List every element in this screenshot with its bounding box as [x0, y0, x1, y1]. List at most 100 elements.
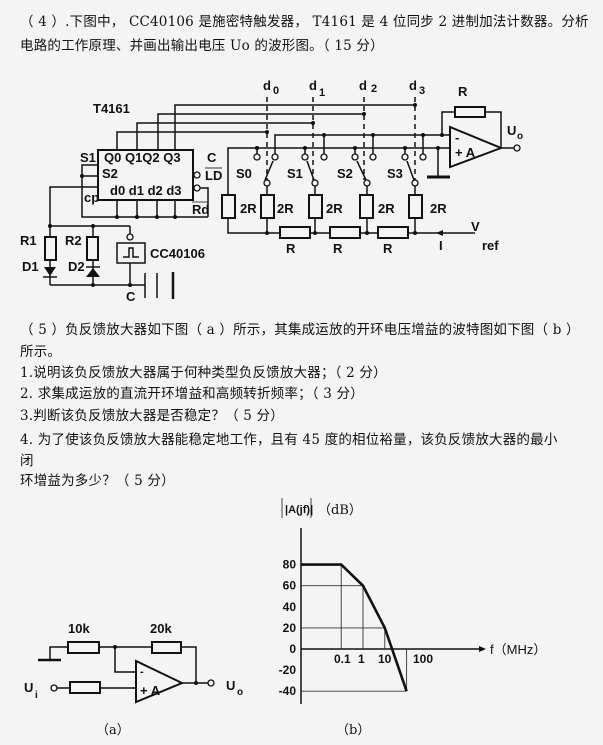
x-tick-label: 10: [378, 652, 392, 666]
schmitt-trigger: [116, 242, 146, 264]
ic-pins-q: Q0 Q1Q2 Q3: [104, 150, 181, 165]
gain-curve: [301, 563, 408, 692]
q5-line: 所示。: [20, 344, 62, 360]
feedback-resistor: [454, 106, 486, 118]
resistor-2r: 2R: [260, 186, 294, 219]
resistor-r: R: [329, 226, 361, 256]
diode-d1-icon: [44, 267, 56, 276]
opamp-minus: -: [455, 130, 459, 145]
resistor-20k: [151, 641, 182, 654]
opamp: [135, 659, 185, 704]
diode-d2-icon: [86, 268, 100, 277]
svg-text:2R: 2R: [326, 201, 343, 216]
cap-label: C: [126, 289, 136, 304]
r2-label: R2: [65, 233, 82, 248]
q5-line: 2. 求集成运放的直流开环增益和高频转折频率；（ 3 分）: [20, 386, 364, 402]
hysteresis-icon: [123, 247, 139, 258]
resistor-10k: [67, 641, 100, 654]
svg-text:o: o: [237, 687, 243, 698]
caption-a: （a）: [96, 723, 130, 738]
input-terminal: [50, 684, 58, 692]
resistor-2r: 2R: [408, 186, 447, 219]
resistor-r: R: [279, 226, 311, 256]
opamp: [449, 125, 504, 169]
svg-text:0: 0: [273, 85, 279, 97]
resistor-r1: [44, 236, 57, 261]
current-label: I: [439, 238, 443, 253]
q5-line: 环增益为多少？（ 5 分）: [20, 473, 175, 489]
svg-text:2R: 2R: [277, 201, 294, 216]
ld-bubble: [193, 171, 201, 179]
q5-line: 4. 为了使该负反馈放大器能稳定地工作，且有 45 度的相位裕量，该负反馈放大器…: [20, 432, 558, 448]
svg-text:ref: ref: [482, 238, 499, 253]
switch-s1: S1: [287, 133, 328, 187]
switch-s3: S3: [387, 133, 427, 187]
svg-text:2: 2: [371, 83, 377, 95]
svg-text:V: V: [471, 219, 480, 234]
r-10k-label: 10k: [68, 621, 90, 636]
pin-c: C: [207, 150, 217, 165]
x-tick-label: 0.1: [334, 652, 351, 666]
schmitt-label: CC40106: [150, 246, 205, 261]
pin-rd: Rd: [192, 202, 209, 217]
resistor-input: [69, 681, 101, 694]
svg-text:R: R: [383, 241, 393, 256]
resistor-r: R: [377, 226, 409, 256]
svg-text:2R: 2R: [240, 201, 257, 216]
opamp-plus-a: + A: [455, 145, 476, 160]
q4-line-2: 电路的工作原理、并画出输出电压 Uo 的波形图。（ 15 分）: [20, 38, 384, 54]
svg-text:R: R: [333, 241, 343, 256]
resistor-r2: [86, 236, 99, 261]
y-axis-label: |A(jf)|: [285, 504, 313, 516]
bode-plot: |A(jf)| （dB） f（MHz） （b） 806040200-20-400…: [279, 498, 546, 738]
pin-ld: LD: [205, 168, 222, 183]
dac-counter-circuit: T4161 Q0 Q1Q2 Q3 S1 S2 C LD d0 d1 d2 d3 …: [20, 78, 523, 304]
svg-text:S2: S2: [337, 166, 353, 181]
svg-text:U: U: [24, 680, 33, 695]
x-tick-label: 1: [358, 652, 365, 666]
counter-ic: [97, 149, 194, 201]
feedback-r-label: R: [458, 84, 468, 99]
pin-s1: S1: [80, 150, 96, 165]
ic-name: T4161: [93, 101, 130, 116]
d1-label: D1: [22, 259, 39, 274]
y-axis-unit: （dB）: [318, 503, 362, 518]
svg-text:U: U: [507, 123, 516, 138]
d2-label: D2: [68, 259, 85, 274]
rd-bubble: [193, 184, 201, 192]
svg-text:S0: S0: [236, 166, 252, 181]
x-tick-label: 100: [413, 652, 433, 666]
svg-text:i: i: [35, 690, 38, 701]
pin-cp: cp: [84, 190, 99, 205]
svg-text:2R: 2R: [378, 201, 395, 216]
q5-line: 闭: [20, 453, 34, 469]
svg-text:d: d: [409, 78, 417, 93]
svg-text:S1: S1: [287, 166, 303, 181]
q5-line: 3.判断该负反馈放大器是否稳定？（ 5 分）: [20, 408, 284, 424]
y-tick-label: 20: [283, 621, 297, 635]
resistor-2r: 2R: [221, 194, 257, 219]
q5-line: （ 5 ）负反馈放大器如下图（ a ）所示，其集成运放的开环电压增益的波特图如下…: [20, 322, 580, 338]
opamp-minus: -: [140, 666, 144, 678]
x-axis-label: f（MHz）: [490, 642, 546, 657]
input-label: Ui: [24, 680, 38, 701]
y-tick-label: 0: [289, 642, 296, 656]
r1-label: R1: [20, 233, 37, 248]
pin-s2: S2: [102, 166, 118, 181]
svg-text:d: d: [263, 78, 271, 93]
q4-line-1: （ 4 ）.下图中， CC40106 是施密特触发器， T4161 是 4 位同…: [20, 14, 589, 30]
svg-text:2R: 2R: [430, 201, 447, 216]
current-arrow-icon: [436, 230, 443, 236]
y-tick-label: 80: [283, 558, 297, 572]
x-axis-arrow-icon: [479, 646, 486, 652]
y-tick-label: -20: [279, 663, 297, 677]
svg-text:d: d: [359, 78, 367, 93]
svg-text:o: o: [517, 131, 523, 142]
